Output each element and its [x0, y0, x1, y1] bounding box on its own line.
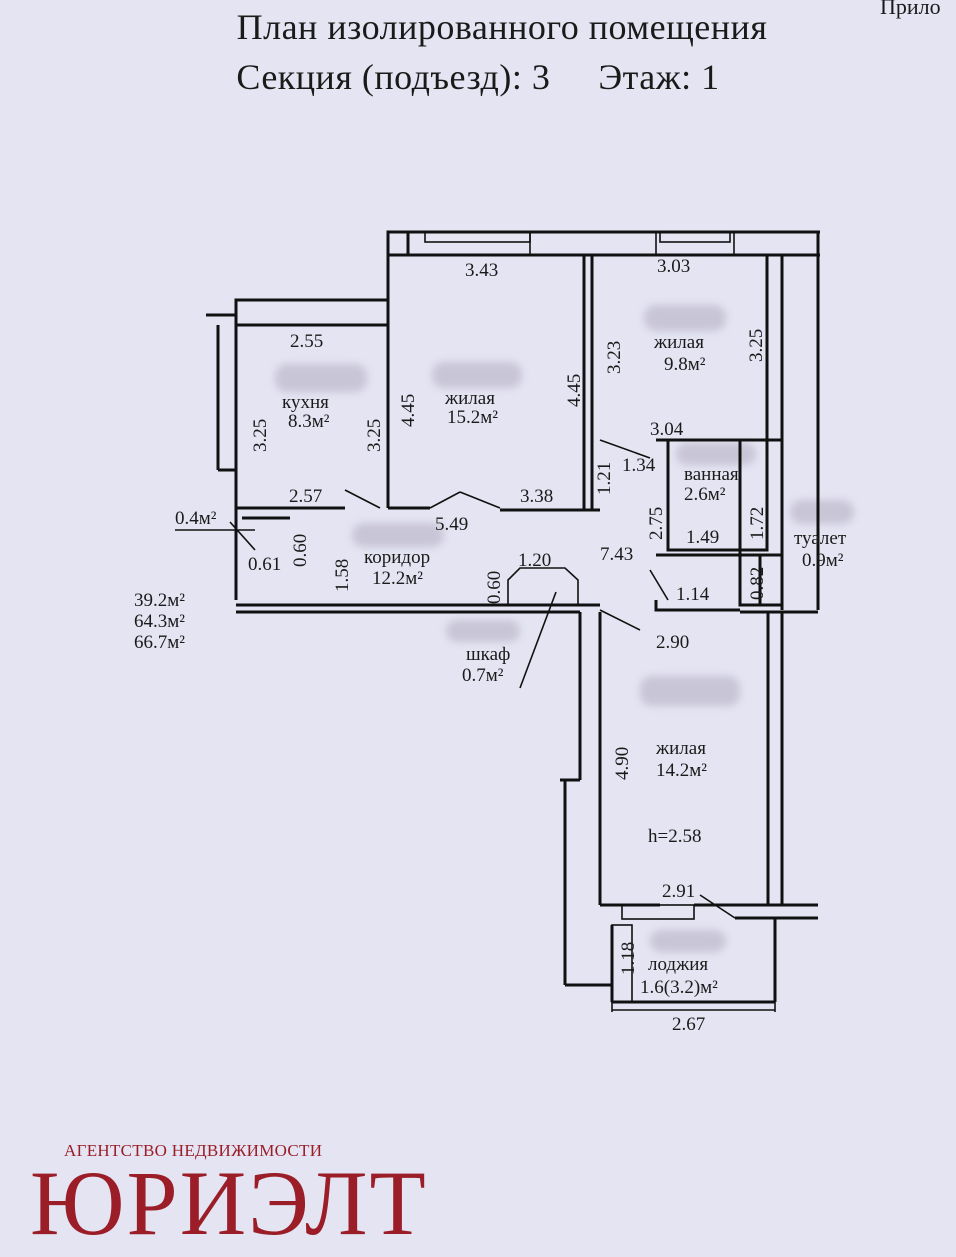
- dimension: 4.90: [612, 747, 633, 780]
- dimension: 2.67: [672, 1014, 705, 1035]
- dimension: 2.90: [656, 632, 689, 653]
- living-3-area: 14.2м²: [656, 760, 707, 781]
- corridor-area: 12.2м²: [372, 568, 423, 589]
- kitchen-area: 8.3м²: [288, 411, 330, 432]
- dimension: 2.55: [290, 331, 323, 352]
- walls: [175, 230, 820, 1012]
- plan-subtitle: Секция (подъезд): 3 Этаж: 1: [0, 56, 956, 98]
- dimension: 7.43: [600, 544, 633, 565]
- living-2-name: жилая: [653, 332, 704, 353]
- dimension: 1.49: [686, 527, 719, 548]
- redaction-blur: [352, 523, 444, 547]
- dimension: 0.82: [747, 567, 768, 600]
- toilet-name: туалет: [794, 528, 847, 549]
- redaction-blur: [275, 364, 367, 392]
- agency-tagline: АГЕНТСТВО НЕДВИЖИМОСТИ: [64, 1141, 323, 1160]
- dimension: 4.45: [398, 394, 419, 427]
- dimension: 2.91: [662, 881, 695, 902]
- redaction-blur: [644, 305, 726, 331]
- agency-logo: ЮРИЭЛТ: [30, 1152, 428, 1254]
- dimension: 3.23: [604, 341, 625, 374]
- dimension: 2.57: [289, 486, 322, 507]
- dimension: 1.20: [518, 550, 551, 571]
- living-2-area: 9.8м²: [664, 354, 706, 375]
- dimension: 1.18: [618, 942, 639, 975]
- toilet-area: 0.9м²: [802, 550, 844, 571]
- redaction-blur: [650, 930, 726, 952]
- section-label: Секция (подъезд): 3: [236, 57, 551, 97]
- living-1-area: 15.2м²: [447, 407, 498, 428]
- closet-area: 0.7м²: [462, 665, 504, 686]
- dimension: 3.03: [657, 256, 690, 277]
- dimension: 3.25: [250, 419, 271, 452]
- plan-title: План изолированного помещения: [236, 7, 768, 47]
- ceiling-height: h=2.58: [648, 826, 701, 847]
- dimension: 3.25: [746, 329, 767, 362]
- redaction-blur: [676, 443, 756, 465]
- dimension: 0.60: [484, 571, 505, 604]
- bathroom-area: 2.6м²: [684, 484, 726, 505]
- dimension: 5.49: [435, 514, 468, 535]
- niche-area: 0.4м²: [175, 508, 217, 529]
- redaction-blur: [432, 362, 522, 388]
- corridor-name: коридор: [364, 547, 430, 568]
- dimension: 1.21: [594, 462, 615, 495]
- dimension: 3.43: [465, 260, 498, 281]
- closet-name: шкаф: [466, 644, 510, 665]
- living-1-name: жилая: [444, 388, 495, 409]
- dimension: 1.34: [622, 455, 656, 476]
- loggia-area: 1.6(3.2)м²: [640, 977, 718, 998]
- dimension: 3.04: [650, 419, 684, 440]
- redaction-blur: [446, 620, 520, 642]
- dimension: 0.60: [290, 534, 311, 567]
- dimension: 0.61: [248, 554, 281, 575]
- floor-label: Этаж: 1: [598, 57, 720, 97]
- bathroom-name: ванная: [684, 464, 739, 485]
- redaction-blur: [790, 500, 854, 524]
- living-3-name: жилая: [655, 738, 706, 759]
- corner-fragment: Прило: [880, 0, 941, 19]
- kitchen-name: кухня: [282, 392, 329, 413]
- total-area-3: 66.7м²: [134, 632, 185, 653]
- dimension: 2.75: [646, 507, 667, 540]
- loggia-name: лоджия: [648, 954, 708, 975]
- dimension: 4.45: [564, 374, 585, 407]
- total-area-1: 39.2м²: [134, 590, 185, 611]
- dimension: 1.72: [747, 507, 768, 540]
- dimension: 1.14: [676, 584, 710, 605]
- dimension: 3.25: [364, 419, 385, 452]
- dimension: 1.58: [332, 559, 353, 592]
- redaction-blur: [640, 676, 740, 706]
- total-area-2: 64.3м²: [134, 611, 185, 632]
- dimension: 3.38: [520, 486, 553, 507]
